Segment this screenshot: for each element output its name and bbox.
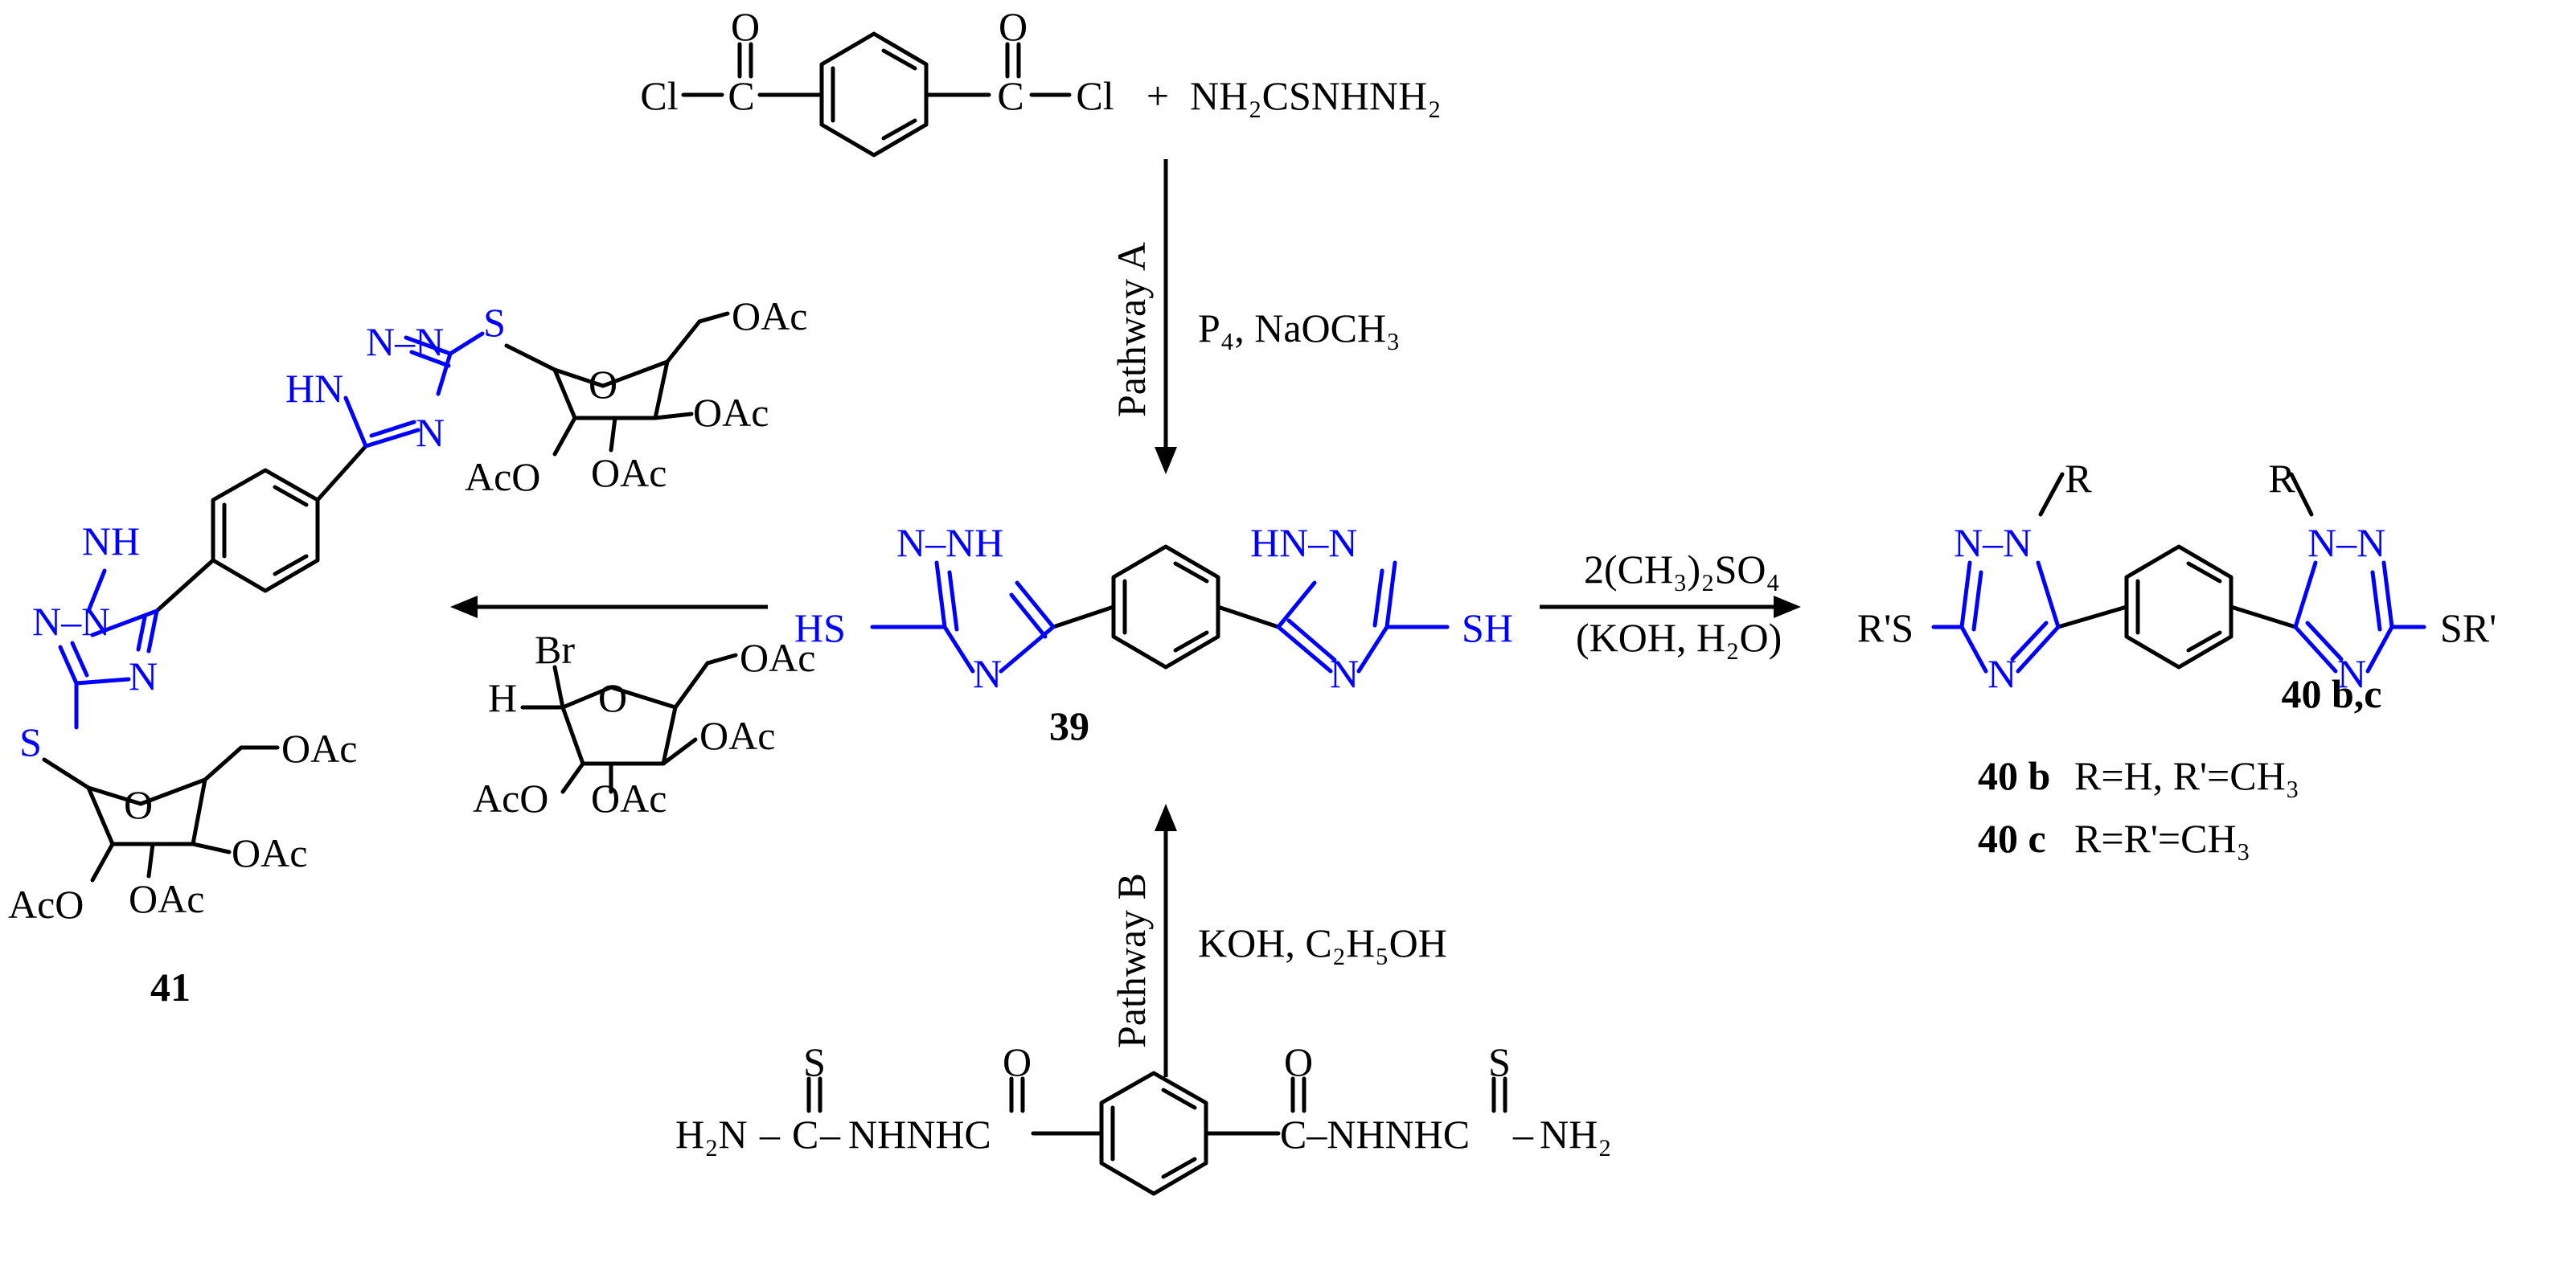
chlorine-label: Cl bbox=[640, 73, 678, 118]
triazole-n-nh-label: N–NH bbox=[896, 520, 1003, 565]
triazole-n-n-label: N–N bbox=[366, 319, 444, 364]
sulfur-label: S bbox=[483, 300, 506, 345]
thiosemicarbazide-formula: NH₂CSNHNH₂ bbox=[1190, 73, 1442, 118]
hydrazide-label: C–NHNHC bbox=[1280, 1112, 1470, 1157]
acetate-label: OAc bbox=[591, 776, 667, 821]
triazole-nh-label: NH bbox=[82, 518, 140, 563]
compound-40b-number: 40 b bbox=[1978, 753, 2050, 798]
compound-41: N–N HN N S O OAc OAc OAc AcO NH N–N N S bbox=[8, 293, 807, 1010]
oxygen-label: O bbox=[1284, 1039, 1313, 1084]
benzene-ring bbox=[819, 31, 929, 158]
compound-40c-definition: R=R'=CH₃ bbox=[2074, 816, 2250, 861]
oxygen-label: O bbox=[1003, 1039, 1032, 1084]
compound-40-definitions: 40 b R=H, R'=CH₃ 40 c R=R'=CH₃ bbox=[1978, 753, 2299, 861]
bis-thiosemicarbazide: O S H₂N – C – NHNHC O S C–NHNHC – NH₂ bbox=[675, 1039, 1612, 1196]
sulfur-label: S bbox=[19, 719, 42, 764]
sulfur-label: S bbox=[1488, 1039, 1511, 1084]
oxygen-label: O bbox=[731, 4, 760, 49]
substituent-r-label: R bbox=[2268, 456, 2295, 501]
triazole-hn-label: HN bbox=[285, 366, 343, 411]
thiol-hs-label: HS bbox=[794, 605, 846, 650]
triazole-n-n-label: N–N bbox=[2307, 520, 2385, 565]
triazole-n-n-label: N–N bbox=[1954, 520, 2032, 565]
thioether-rs-label: R'S bbox=[1857, 605, 1914, 650]
compound-40c-number: 40 c bbox=[1978, 816, 2046, 861]
compound-39-label: 39 bbox=[1049, 703, 1089, 748]
amine-label: NH₂ bbox=[1540, 1112, 1612, 1157]
pathway-a-conditions: P₄, NaOCH₃ bbox=[1198, 305, 1401, 350]
pathway-a-arrow: Pathway A P₄, NaOCH₃ bbox=[1109, 159, 1401, 474]
sugar-ring bbox=[560, 685, 678, 766]
acetate-label: AcO bbox=[465, 454, 540, 499]
sugar-ring bbox=[86, 777, 207, 846]
acetate-label: AcO bbox=[8, 882, 84, 927]
acetate-label: AcO bbox=[473, 776, 548, 821]
ring-oxygen-label: O bbox=[124, 782, 153, 827]
methylation-conditions: (KOH, H₂O) bbox=[1576, 615, 1782, 660]
hydrazide-label: NHNHC bbox=[848, 1112, 991, 1157]
triazole-n-label: N bbox=[2337, 651, 2366, 696]
triazole-n-label: N bbox=[1987, 651, 2016, 696]
bond-dash: – bbox=[759, 1112, 781, 1157]
oxygen-label: O bbox=[999, 4, 1028, 49]
acetate-label: OAc bbox=[740, 635, 815, 680]
compound-40: R N–N N R'S R N–N N SR' 40 b,c bbox=[1857, 456, 2496, 716]
sulfur-label: S bbox=[803, 1039, 826, 1084]
benzene-ring bbox=[211, 468, 320, 593]
thiol-sh-label: SH bbox=[1462, 605, 1513, 650]
ring-oxygen-label: O bbox=[589, 362, 617, 407]
triazole-n-label: N bbox=[1330, 651, 1359, 696]
pathway-b-arrow: Pathway B KOH, C₂H₅OH bbox=[1109, 804, 1447, 1077]
acetate-label: OAc bbox=[591, 450, 667, 495]
acetate-label: OAc bbox=[281, 726, 357, 771]
triazole-n-label: N bbox=[973, 651, 1002, 696]
carbon-label: C bbox=[997, 73, 1023, 118]
triazole-hn-n-label: HN–N bbox=[1250, 520, 1357, 565]
triazole-n-n-label: N–N bbox=[32, 599, 110, 644]
substituent-r-label: R bbox=[2065, 456, 2092, 501]
compound-40-label: 40 b,c bbox=[2282, 671, 2382, 716]
carbon-label: C bbox=[792, 1112, 818, 1157]
thioether-sr-label: SR' bbox=[2440, 605, 2496, 650]
acetate-label: OAc bbox=[699, 713, 775, 758]
acetate-label: OAc bbox=[693, 390, 769, 435]
bond-dash: – bbox=[1512, 1112, 1534, 1157]
pathway-b-label: Pathway B bbox=[1109, 873, 1154, 1048]
benzene-ring bbox=[1111, 544, 1220, 670]
acetate-label: OAc bbox=[232, 830, 307, 875]
bromine-label: Br bbox=[535, 627, 575, 672]
triazole-n-label: N bbox=[129, 654, 158, 699]
compound-40b-definition: R=H, R'=CH₃ bbox=[2074, 753, 2299, 798]
acetate-label: OAc bbox=[732, 293, 807, 338]
pathway-a-label: Pathway A bbox=[1109, 242, 1154, 417]
acetate-label: OAc bbox=[129, 876, 204, 921]
benzene-ring bbox=[1099, 1071, 1208, 1196]
carbon-label: C bbox=[728, 73, 754, 118]
glycosylation-arrow bbox=[450, 596, 768, 618]
glycosyl-bromide: O Br H OAc OAc OAc AcO bbox=[473, 627, 815, 821]
chlorine-label: Cl bbox=[1076, 73, 1114, 118]
pathway-b-conditions: KOH, C₂H₅OH bbox=[1198, 920, 1447, 965]
terephthaloyl-dichloride: O C Cl O C Cl bbox=[640, 4, 1114, 158]
ring-oxygen-label: O bbox=[598, 675, 627, 720]
amine-label: H₂N bbox=[675, 1112, 748, 1157]
benzene-ring bbox=[2124, 544, 2233, 670]
hydrogen-label: H bbox=[488, 675, 517, 720]
bond-dash: – bbox=[819, 1112, 841, 1157]
plus-sign: + bbox=[1146, 73, 1169, 118]
methylation-reagent: 2(CH₃)₂SO₄ bbox=[1584, 547, 1780, 592]
triazole-n-label: N bbox=[416, 410, 445, 455]
sugar-ring bbox=[552, 359, 670, 420]
compound-39: N–NH N HS HN–N N SH 39 bbox=[794, 520, 1513, 748]
compound-41-label: 41 bbox=[150, 965, 191, 1010]
methylation-arrow: 2(CH₃)₂SO₄ (KOH, H₂O) bbox=[1540, 547, 1801, 660]
